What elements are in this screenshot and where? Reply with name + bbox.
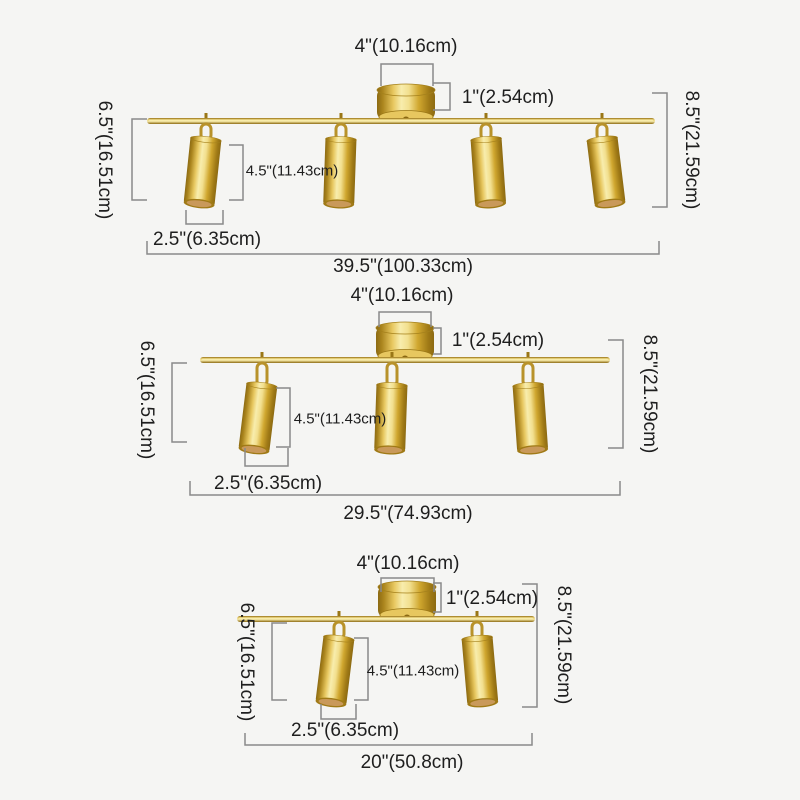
f1-canopy-width-dimension: 4"(10.16cm)	[354, 36, 458, 57]
connector-pin	[390, 352, 394, 357]
shade-length-bracket	[354, 637, 369, 701]
connector-pin	[600, 113, 604, 118]
f2-shade-length-dimension: 4.5"(11.43cm)	[293, 410, 387, 428]
f3-canopy-width-dimension: 4"(10.16cm)	[356, 553, 460, 574]
fixture-3-group	[237, 577, 538, 746]
shade-diameter-bracket	[244, 448, 289, 467]
f2-fixture-height-dimension: 8.5"(21.59cm)	[639, 334, 660, 454]
canopy	[375, 321, 435, 363]
spotlight-shade	[323, 136, 357, 209]
f3-shade-length-dimension: 4.5"(11.43cm)	[366, 662, 460, 680]
shade-length-bracket	[229, 144, 244, 201]
f1-fixture-height-dimension: 8.5"(21.59cm)	[681, 90, 702, 210]
drop-height-bracket	[171, 362, 187, 443]
spotlight-shade	[586, 135, 626, 209]
spotlight-shade	[512, 382, 549, 455]
connector-pin	[484, 113, 488, 118]
f2-canopy-width-dimension: 4"(10.16cm)	[350, 285, 454, 306]
f1-canopy-height-dimension: 1"(2.54cm)	[461, 87, 555, 108]
canopy	[377, 580, 437, 622]
shade-diameter-bracket	[320, 704, 357, 720]
connector-pin	[260, 352, 264, 357]
canopy-height-bracket	[433, 582, 442, 613]
fixture-height-bracket	[522, 583, 538, 708]
connector-pin	[526, 352, 530, 357]
total-length-bracket	[146, 241, 660, 255]
f2-total-length-dimension: 29.5"(74.93cm)	[343, 503, 473, 524]
fixture-1-group	[131, 63, 668, 255]
f3-canopy-height-dimension: 1"(2.54cm)	[445, 588, 539, 609]
drop-height-bracket	[131, 118, 147, 201]
connector-pin	[475, 611, 479, 616]
f2-drop-height-dimension: 6.5"(16.51cm)	[136, 340, 157, 460]
f2-canopy-height-dimension: 1"(2.54cm)	[451, 330, 545, 351]
spotlight-shade	[183, 135, 222, 209]
f3-shade-diameter-dimension: 2.5"(6.35cm)	[290, 720, 400, 741]
spotlight-shade	[461, 634, 499, 708]
fixture-2-group	[171, 311, 624, 496]
canopy	[376, 83, 436, 124]
f3-fixture-height-dimension: 8.5"(21.59cm)	[553, 585, 574, 705]
drop-height-bracket	[271, 622, 287, 701]
f3-drop-height-dimension: 6.5"(16.51cm)	[236, 602, 257, 722]
spotlight-shade	[238, 381, 278, 455]
spotlight-shade	[315, 634, 355, 708]
fixture-height-bracket	[608, 339, 624, 449]
connector-pin	[339, 113, 343, 118]
spotlight-shade	[470, 136, 507, 209]
canopy-width-bracket	[378, 311, 432, 327]
canopy-width-bracket	[380, 577, 435, 592]
f1-shade-length-dimension: 4.5"(11.43cm)	[245, 162, 339, 180]
canopy-width-bracket	[380, 63, 434, 86]
f2-shade-diameter-dimension: 2.5"(6.35cm)	[213, 473, 323, 494]
f1-drop-height-dimension: 6.5"(16.51cm)	[94, 100, 115, 220]
total-length-bracket	[244, 733, 533, 746]
total-length-bracket	[189, 481, 621, 496]
connector-pin	[337, 611, 341, 616]
spotlight-shade	[374, 382, 408, 455]
canopy-height-bracket	[433, 82, 451, 111]
fixture-height-bracket	[652, 92, 668, 208]
canopy-height-bracket	[433, 327, 442, 355]
f3-total-length-dimension: 20"(50.8cm)	[360, 752, 464, 773]
f1-total-length-dimension: 39.5"(100.33cm)	[333, 256, 473, 277]
connector-pin	[204, 113, 208, 118]
shade-length-bracket	[276, 387, 291, 448]
f1-shade-diameter-dimension: 2.5"(6.35cm)	[152, 229, 262, 250]
shade-diameter-bracket	[185, 210, 224, 225]
